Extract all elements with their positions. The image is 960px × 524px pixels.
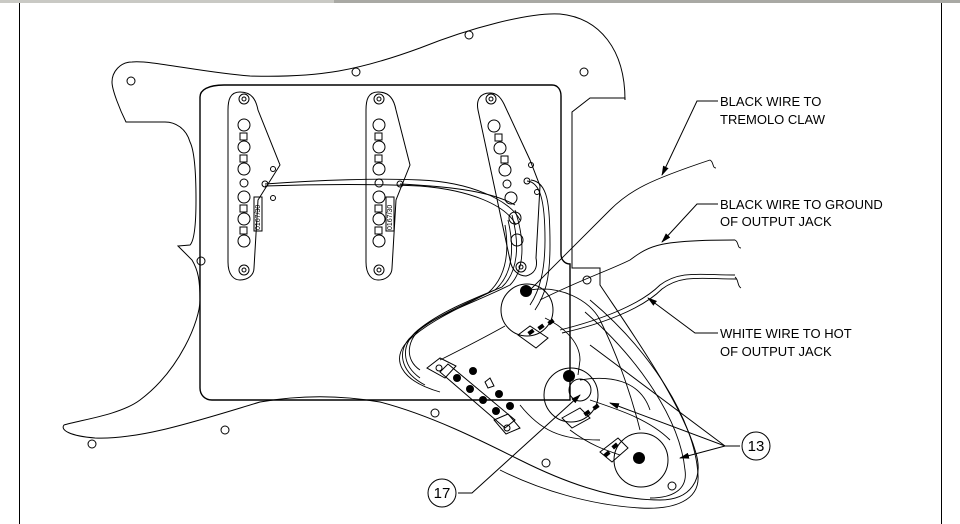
- part-number-17: 17: [427, 478, 457, 508]
- viewer-left-border: [19, 3, 20, 524]
- screw-holes: [87, 30, 677, 491]
- callout-hot-line2: OF OUTPUT JACK: [720, 344, 832, 359]
- pickguard-outline: [62, 13, 699, 501]
- tone-pot-1: [543, 367, 600, 429]
- wire-ends: [709, 159, 742, 289]
- shield-cavity: [199, 84, 571, 401]
- part-number-13-label: 13: [748, 438, 765, 455]
- horizontal-scrollbar[interactable]: [0, 0, 960, 3]
- tone-pot-2: [599, 432, 669, 488]
- viewer-right-border: [941, 3, 942, 524]
- scrollbar-thumb[interactable]: [0, 0, 334, 3]
- middle-pickup-label: 0167/30: [387, 205, 394, 230]
- callout-tremolo-line2: TREMOLO CLAW: [720, 112, 826, 127]
- callout-ground-line2: OF OUTPUT JACK: [720, 214, 832, 229]
- pickup-wires: [264, 178, 551, 393]
- callout-hot-line1: WHITE WIRE TO HOT: [720, 326, 852, 341]
- callout-leaders: [458, 100, 740, 494]
- pickup-selector-switch: [426, 357, 521, 435]
- volume-pot: [500, 283, 555, 349]
- control-wires: [439, 159, 738, 509]
- neck-pickup-label: 0167/30: [255, 205, 262, 230]
- part-number-17-label: 17: [434, 485, 451, 502]
- callout-tremolo-line1: BLACK WIRE TO: [720, 94, 821, 109]
- neck-pickup: [227, 91, 281, 281]
- part-number-13: 13: [741, 431, 771, 461]
- bridge-pickup: [477, 92, 541, 277]
- callout-ground-line1: BLACK WIRE TO GROUND: [720, 197, 883, 212]
- middle-pickup: [365, 91, 411, 281]
